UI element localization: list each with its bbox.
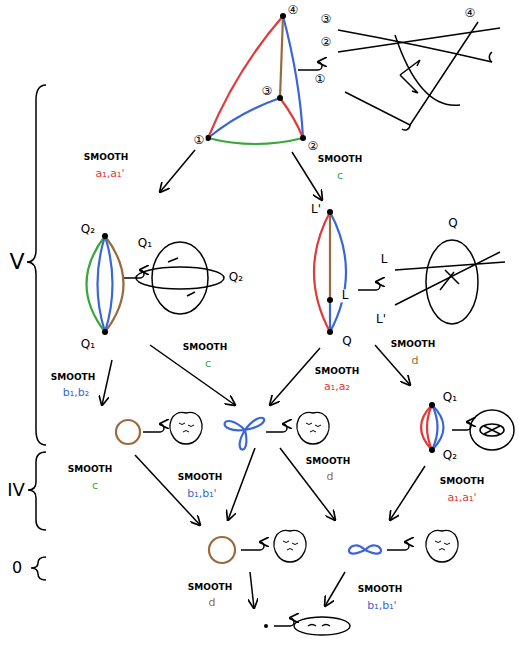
smooth-label: SMOOTH xyxy=(187,583,233,593)
vertex-label: Q xyxy=(341,335,352,348)
vertex-label: Q₁ xyxy=(137,237,153,250)
edge-label: a₁,a₂ xyxy=(323,381,351,393)
edge-label: c xyxy=(204,358,212,370)
vertex-label: Q₂ xyxy=(228,271,244,284)
vertex-label: ③ xyxy=(261,85,274,98)
smooth-label: SMOOTH xyxy=(177,473,223,483)
vertex-label: Q₁ xyxy=(442,391,458,404)
edge-label: b₁,b₁' xyxy=(186,488,217,500)
level-label: V xyxy=(8,250,25,274)
smooth-label: SMOOTH xyxy=(317,155,363,165)
vertex-label: ② xyxy=(320,36,333,49)
smooth-label: SMOOTH xyxy=(357,585,403,595)
smooth-label: SMOOTH xyxy=(439,477,485,487)
level-label: IV xyxy=(6,480,26,500)
vertex-label: Q₂ xyxy=(80,223,96,236)
edge-label: a₁,a₁' xyxy=(95,168,126,180)
smooth-label: SMOOTH xyxy=(67,465,113,475)
vertex-label: L' xyxy=(310,203,322,216)
level-label: 0 xyxy=(11,559,23,577)
vertex-label: Q₁ xyxy=(80,338,96,351)
vertex-label: L xyxy=(341,289,350,302)
smooth-label: SMOOTH xyxy=(50,373,96,383)
edge-label: b₁,b₂ xyxy=(62,387,90,399)
vertex-label: L xyxy=(380,253,389,266)
vertex-label: ③ xyxy=(320,13,333,26)
vertex-label: Q xyxy=(447,217,458,230)
edge-label: d xyxy=(208,597,217,609)
vertex-label: ① xyxy=(193,134,206,147)
vertex-label: Q₂ xyxy=(442,449,458,462)
vertex-label: L' xyxy=(375,313,387,326)
smooth-label: SMOOTH xyxy=(182,343,228,353)
vertex-label: ① xyxy=(314,73,327,86)
edge-label: c xyxy=(91,480,99,492)
edge-label: b₁,b₁' xyxy=(366,600,397,612)
edge-label: d xyxy=(411,355,420,367)
smooth-label: SMOOTH xyxy=(390,340,436,350)
smooth-label: SMOOTH xyxy=(305,457,351,467)
edge-label: d xyxy=(326,471,335,483)
edge-label: a₁,a₁' xyxy=(447,492,478,504)
edge-label: c xyxy=(336,170,344,182)
smooth-label: SMOOTH xyxy=(314,367,360,377)
vertex-label: ② xyxy=(307,140,320,153)
vertex-label: ④ xyxy=(287,4,300,17)
vertex-label: ④ xyxy=(464,7,477,20)
smooth-label: SMOOTH xyxy=(83,153,129,163)
